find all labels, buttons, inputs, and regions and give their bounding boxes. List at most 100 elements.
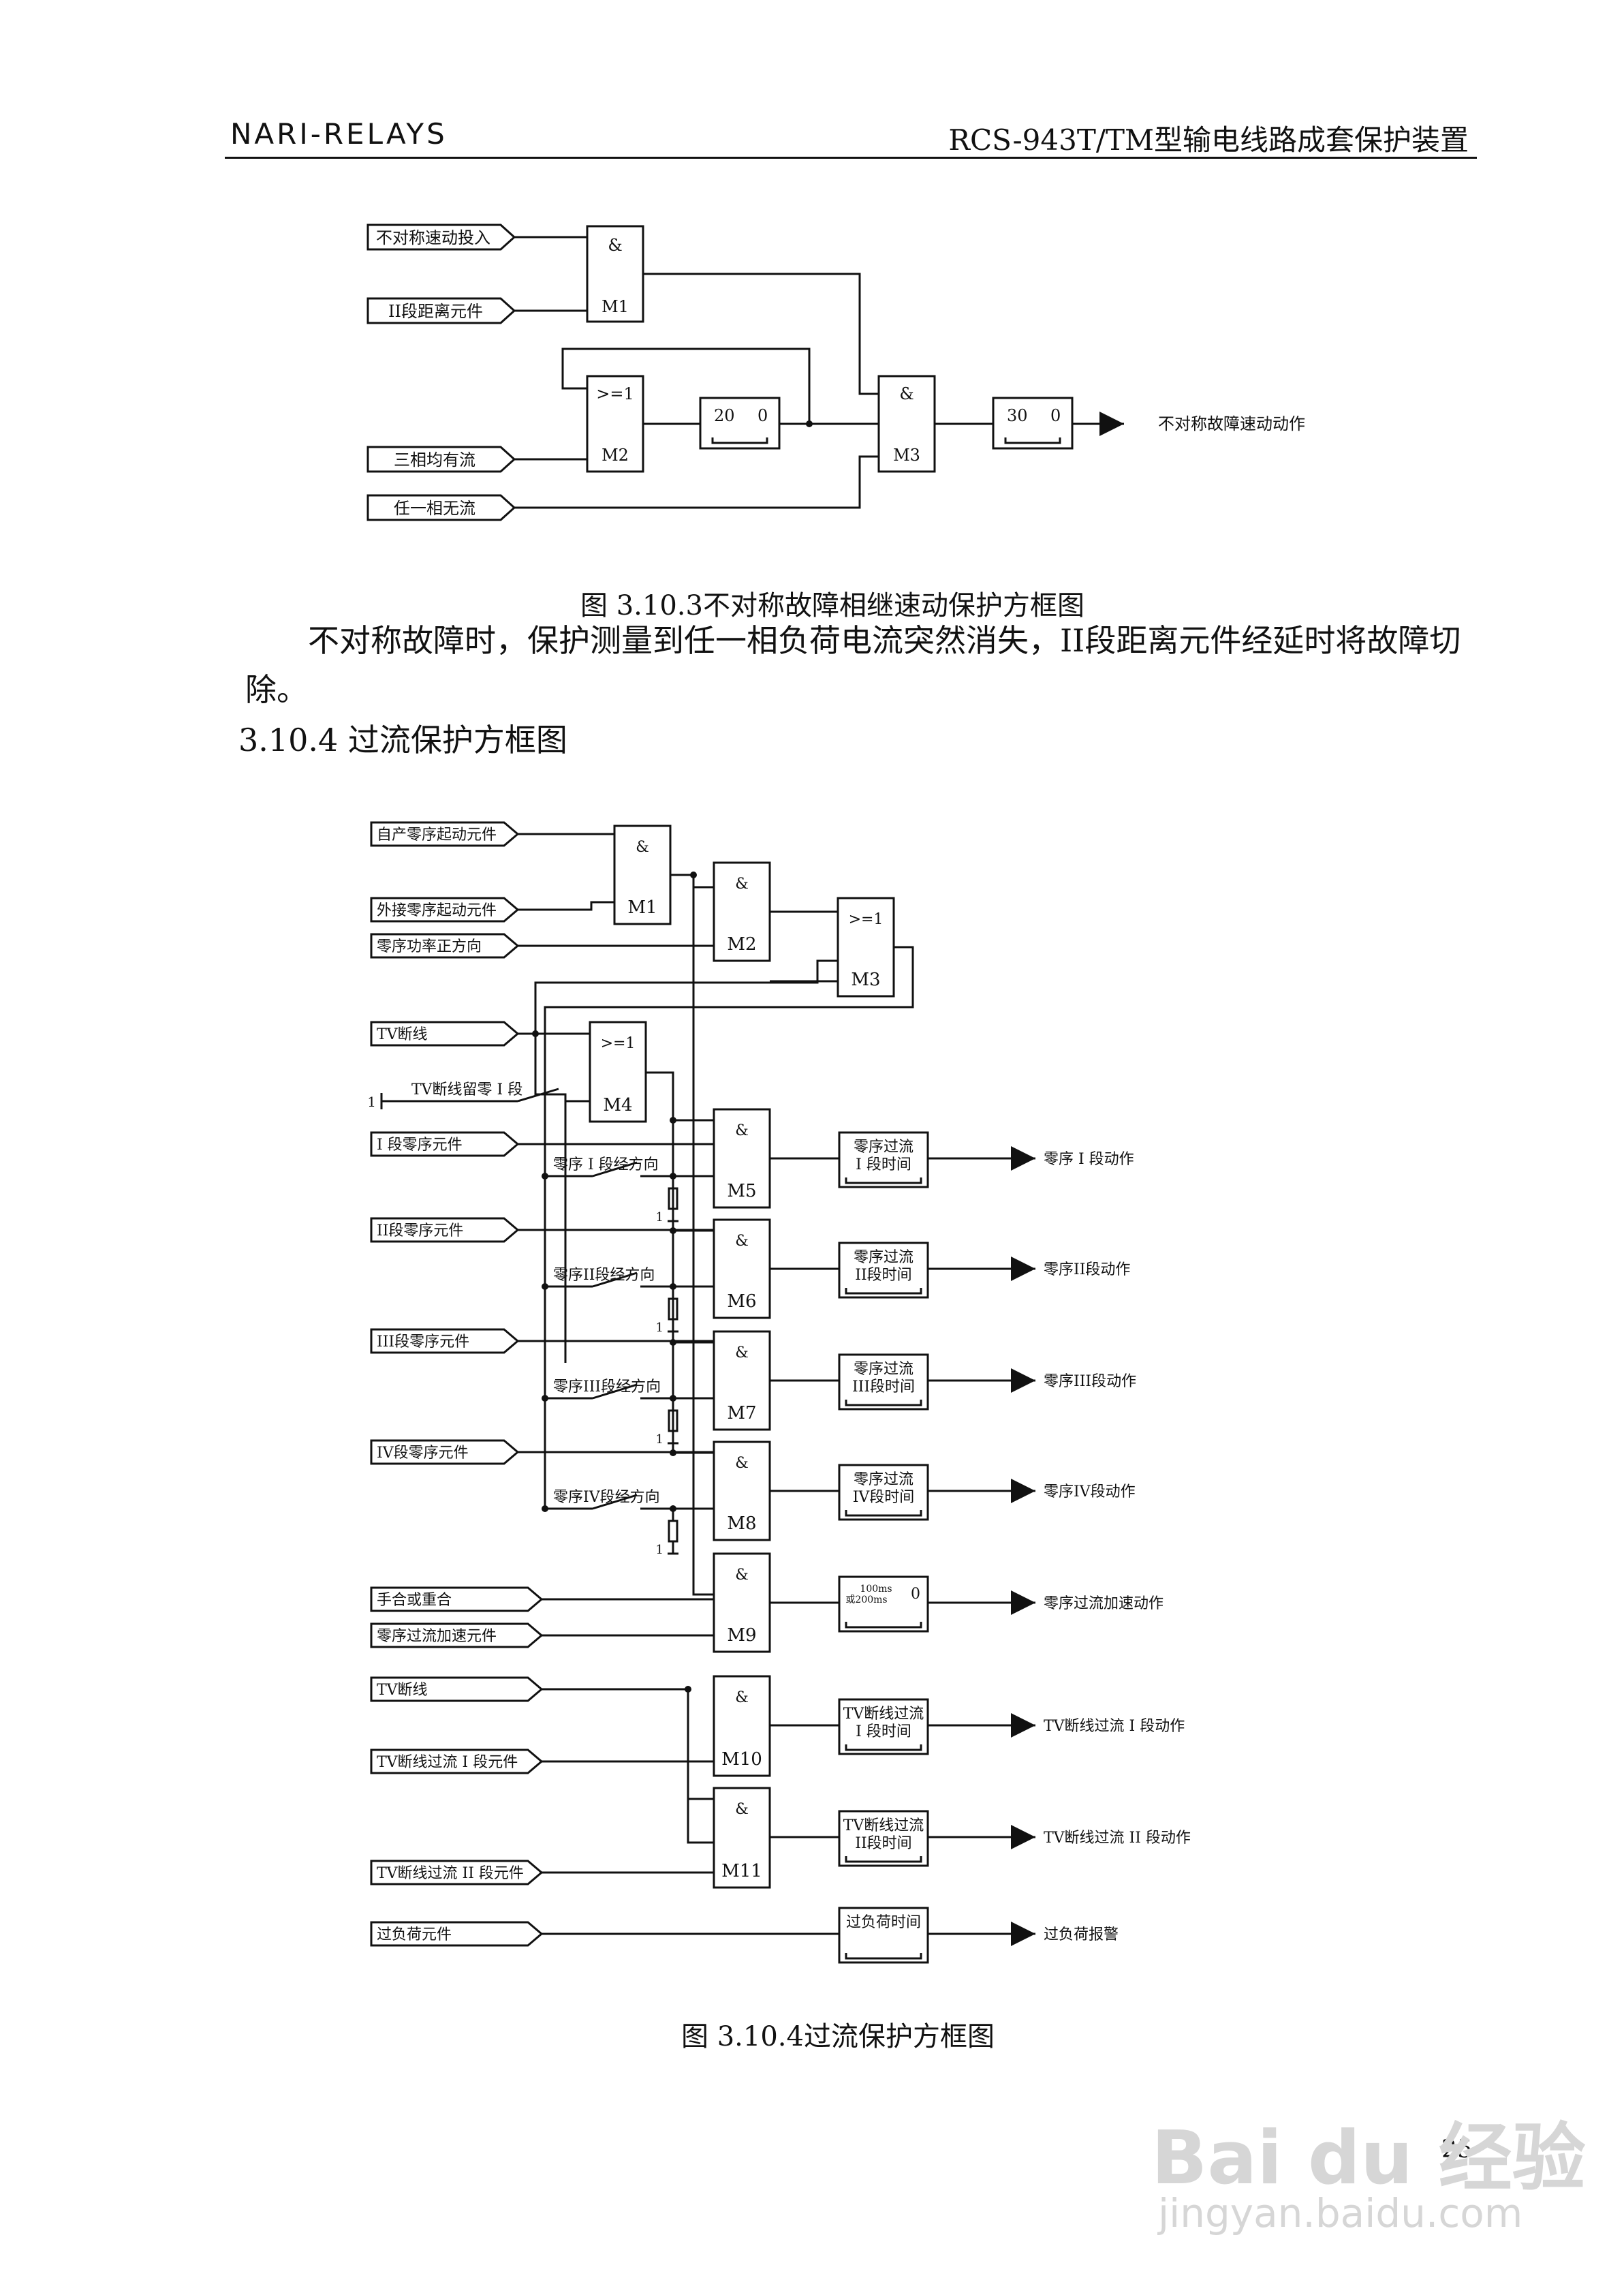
diagram-label: 零序II段经方向 — [553, 1267, 655, 1284]
diagram2-caption: 图 3.10.4过流保护方框图 — [681, 2021, 995, 2052]
junction-dot — [670, 1227, 676, 1234]
junction-dot — [670, 1173, 676, 1180]
timer-bracket — [845, 1744, 922, 1751]
timer-box — [838, 1575, 929, 1633]
input-tag-4 — [366, 494, 516, 521]
diagram-label: 1 — [656, 1543, 663, 1557]
wire — [692, 875, 714, 1596]
input-tag — [370, 1217, 520, 1243]
input-tag — [370, 1586, 544, 1612]
timer-bracket — [845, 1856, 922, 1863]
timer-bracket — [845, 1622, 922, 1629]
input-tag — [370, 821, 520, 847]
diagram-label: 过负荷时间 — [846, 1914, 921, 1931]
diagram-label: 零序III段动作 — [1044, 1373, 1136, 1390]
timer-2-off: 0 — [1050, 406, 1061, 425]
logic-gate — [713, 861, 771, 962]
diagram-label: 1 — [367, 1094, 376, 1110]
input-tag — [370, 1439, 520, 1465]
diagram-label: I 段时间 — [856, 1723, 911, 1740]
diagram-label: I 段时间 — [856, 1156, 911, 1173]
input-tag — [370, 1921, 544, 1947]
gate-m1-op: & — [608, 236, 622, 255]
diagram-label: >=1 — [849, 911, 884, 928]
diagram-label: & — [735, 1233, 749, 1250]
input-tag-3 — [366, 446, 516, 473]
diagram-label: 过负荷元件 — [377, 1926, 452, 1943]
input-tag — [370, 1676, 544, 1702]
junction-dot — [685, 1686, 691, 1693]
junction-dot — [542, 1395, 548, 1402]
diagram-label: & — [735, 1689, 749, 1706]
diagram-label: II段零序元件 — [377, 1222, 463, 1239]
input-tag — [370, 1622, 544, 1648]
diagram-label: 零序过流加速动作 — [1044, 1595, 1164, 1612]
diagram-label: III段零序元件 — [377, 1334, 469, 1351]
switch-contact — [592, 1272, 638, 1288]
diagram-asymmetric-fault: 不对称速动投入 II段距离元件 三相均有流 任一相无流 & M1 >=1 M2 … — [366, 224, 1305, 521]
logic-gate — [589, 1021, 647, 1123]
switch-contact — [517, 1088, 559, 1103]
input-tag — [370, 1860, 544, 1885]
input-label-2: II段距离元件 — [388, 302, 483, 321]
resistor — [668, 1409, 678, 1432]
input-label-3: 三相均有流 — [394, 450, 475, 469]
timer-bracket — [845, 1953, 922, 1960]
timer-1-on: 20 — [714, 406, 735, 425]
output-label: 不对称故障速动动作 — [1158, 414, 1305, 433]
diagram-label: 零序IV段动作 — [1044, 1483, 1136, 1500]
input-tag — [370, 1021, 520, 1047]
diagram-label: 零序过流 — [854, 1249, 914, 1266]
diagram1-caption: 图 3.10.3不对称故障相继速动保护方框图 — [580, 590, 1084, 621]
diagram-label: 手合或重合 — [377, 1592, 452, 1609]
junction-dot — [670, 1283, 676, 1290]
junction-dot — [670, 1117, 676, 1124]
junction-dot — [532, 1030, 539, 1037]
section-title: 3.10.4 过流保护方框图 — [238, 722, 567, 758]
diagram-label: 零序过流加速元件 — [377, 1628, 497, 1645]
diagram-label: 1 — [656, 1321, 663, 1335]
diagram-label: 1 — [656, 1210, 663, 1224]
diagram-label: 零序过流 — [854, 1361, 914, 1378]
timer-box — [838, 1353, 929, 1411]
junction-dot — [670, 1339, 676, 1346]
watermark-url: jingyan.baidu.com — [1158, 2190, 1523, 2236]
junction-dot — [690, 872, 697, 878]
diagram-label: 外接零序起动元件 — [377, 902, 497, 919]
timer-box — [838, 1464, 929, 1521]
diagram-label: M11 — [721, 1861, 762, 1881]
logic-gate — [713, 1552, 771, 1653]
diagram-label: 零序IV段经方向 — [553, 1489, 660, 1506]
diagram-label: 零序过流 — [854, 1471, 914, 1488]
gate-m3-op: & — [899, 384, 914, 403]
diagram-label: 零序 I 段经方向 — [553, 1156, 659, 1173]
logic-gate — [713, 1675, 771, 1777]
timer-bracket — [845, 1177, 922, 1184]
diagram-label: TV断线留零 I 段 — [411, 1081, 522, 1098]
diagram-label: M4 — [603, 1095, 632, 1115]
diagram-label: IV段时间 — [853, 1489, 915, 1506]
diagram-label: M2 — [727, 934, 756, 955]
header-rule — [225, 157, 1477, 159]
gate-m1-name: M1 — [602, 297, 629, 316]
input-tag — [370, 1749, 544, 1774]
junction-dot — [670, 1395, 676, 1402]
timer-1-off: 0 — [758, 406, 768, 425]
diagram-label: 零序III段经方向 — [553, 1378, 661, 1396]
diagram-label: & — [735, 1122, 749, 1139]
input-tag — [370, 1328, 520, 1354]
diagram-label: & — [735, 876, 749, 893]
logic-gate — [713, 1108, 771, 1209]
diagram-label: & — [735, 1455, 749, 1472]
diagram-label: >=1 — [601, 1035, 636, 1052]
diagram-label: 100ms — [860, 1584, 892, 1595]
timer-box — [838, 1907, 929, 1964]
logic-gate — [713, 1218, 771, 1319]
logic-gate — [713, 1441, 771, 1541]
wire — [646, 1071, 714, 1122]
diagram-label: M9 — [727, 1625, 756, 1646]
diagram-label: I 段零序元件 — [377, 1137, 463, 1154]
diagram-label: M7 — [727, 1403, 756, 1423]
junction-dot — [670, 1505, 676, 1512]
